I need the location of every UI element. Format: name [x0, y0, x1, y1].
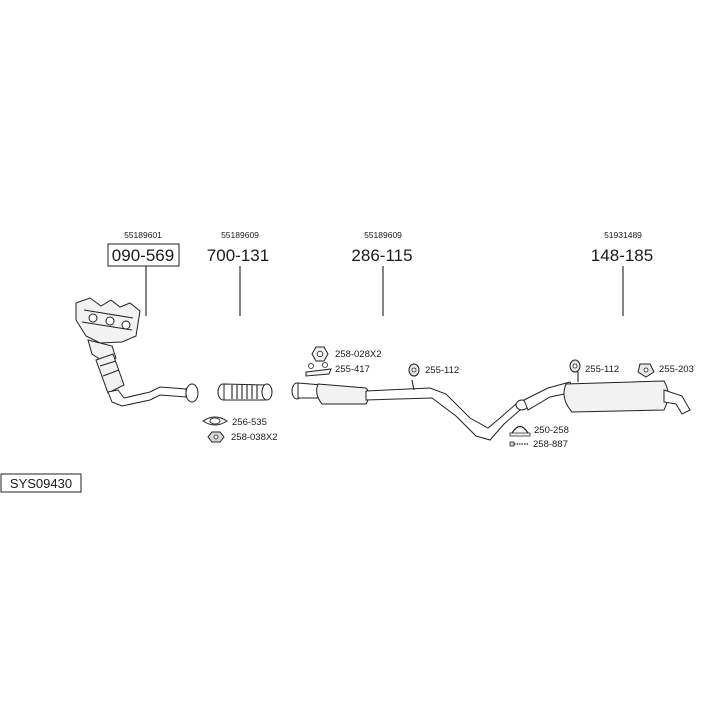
accessory-code: 255-417 [335, 364, 370, 375]
accessory-code: 250-258 [534, 425, 569, 436]
part-286-115[interactable]: 55189609 286-115 [351, 230, 413, 316]
accessory-258-028X2[interactable]: 258-028X2 [311, 346, 381, 362]
system-code-label: SYS09430 [0, 473, 82, 493]
bracket-icon [305, 362, 332, 377]
accessory-code: 258-038X2 [231, 432, 277, 443]
part-700-131[interactable]: 55189609 700-131 [207, 230, 269, 316]
accessory-255-112-rear[interactable]: 255-112 [569, 359, 619, 375]
accessory-code: 255-112 [585, 364, 619, 375]
rubber-mount-icon [637, 363, 655, 378]
accessory-code: 255-112 [425, 365, 459, 376]
part-090-569[interactable]: 55189601 090-569 [107, 230, 180, 316]
flex-pipe-drawing[interactable] [217, 383, 273, 401]
oem-number: 55189609 [221, 230, 259, 240]
part-number-box [107, 243, 180, 267]
gasket-icon [202, 416, 228, 426]
system-code: SYS09430 [10, 476, 72, 491]
clamp-icon [509, 425, 531, 437]
accessory-258-887[interactable]: 258-887 [509, 439, 568, 450]
part-number: 700-131 [207, 246, 269, 265]
part-number: 286-115 [351, 246, 412, 265]
accessory-255-112-center[interactable]: 255-112 [408, 363, 459, 377]
accessory-code: 258-028X2 [335, 349, 381, 360]
rubber-hanger-icon [569, 359, 581, 373]
center-silencer-drawing[interactable] [291, 379, 521, 441]
part-number: 148-185 [591, 246, 653, 265]
oem-number: 55189601 [124, 230, 162, 240]
part-number: 090-569 [112, 246, 174, 265]
manifold-catalyst-drawing[interactable] [75, 297, 199, 407]
accessory-255-203[interactable]: 255-203 [637, 363, 694, 378]
flange-nut-icon [207, 431, 225, 443]
accessory-258-038X2[interactable]: 258-038X2 [207, 431, 277, 443]
oem-number: 51931489 [604, 230, 642, 240]
accessory-255-417[interactable]: 255-417 [305, 362, 370, 377]
accessory-250-258[interactable]: 250-258 [509, 425, 569, 437]
part-148-185[interactable]: 51931489 148-185 [591, 230, 653, 316]
accessory-256-535[interactable]: 256-535 [202, 416, 267, 428]
bolt-icon [509, 441, 528, 447]
accessory-code: 255-203 [659, 364, 694, 375]
rubber-hanger-icon [408, 363, 420, 377]
accessory-code: 258-887 [533, 439, 568, 450]
rear-silencer-drawing[interactable] [515, 367, 691, 415]
system-code-box [0, 473, 82, 493]
accessory-code: 256-535 [232, 417, 267, 428]
oem-number: 55189609 [364, 230, 402, 240]
